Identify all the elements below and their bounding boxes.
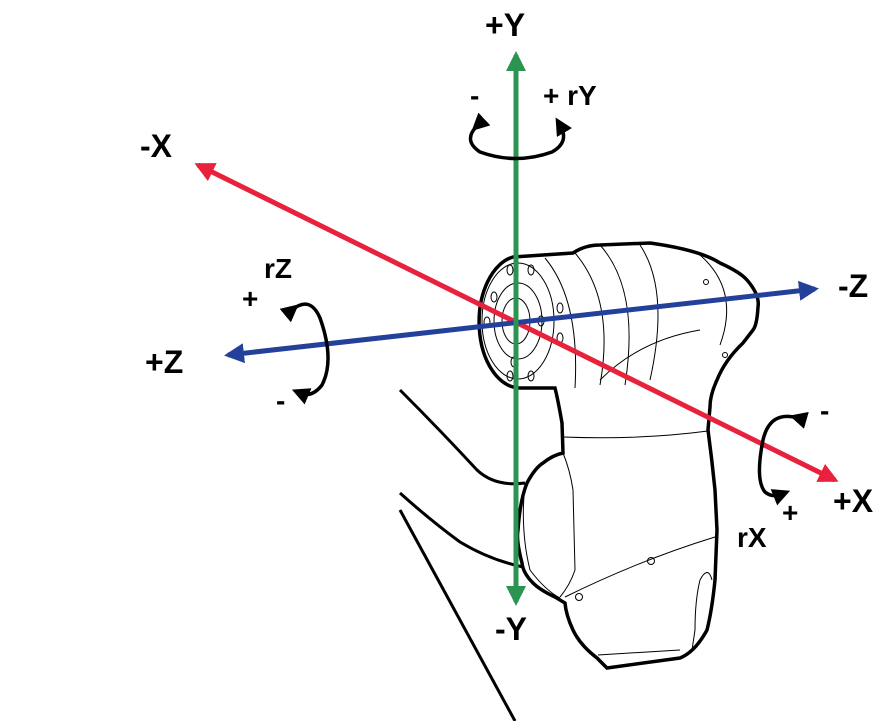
robot-wrist [477,241,761,670]
rz-minus-label: - [276,385,285,416]
ry-rotation-arrow [468,112,572,161]
minus-z-label: -Z [838,268,868,304]
minus-y-label: -Y [495,611,527,647]
rx-plus-label: + [782,497,798,528]
rx-label: rX [737,522,767,553]
plus-y-label: +Y [485,7,525,43]
ry-plus-label: + rY [543,80,597,111]
plus-z-label: +Z [145,344,183,380]
rx-minus-label: - [820,395,829,426]
rx-rotation-arrow [757,411,809,506]
rz-plus-label: + [242,283,258,314]
rz-label: rZ [264,253,292,284]
minus-x-label: -X [140,128,173,164]
robot-arm-links [398,388,526,721]
plus-x-label: +X [833,483,874,519]
rz-rotation-arrow [279,302,330,405]
wrist-outline [477,241,761,670]
ry-minus-label: - [470,80,479,111]
